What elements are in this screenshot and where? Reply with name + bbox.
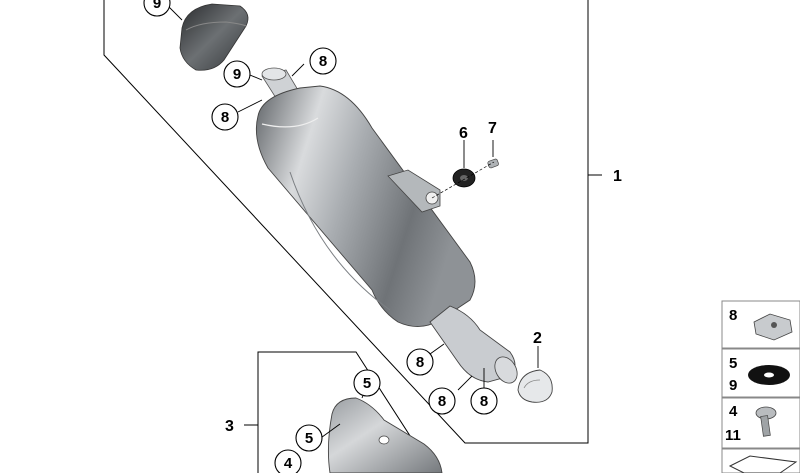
inlet-pipe <box>429 305 518 384</box>
callout-5-upper: 5 <box>353 369 381 397</box>
callout-8-bottom-a: 8 <box>428 387 456 415</box>
callout-8-topright: 8 <box>309 47 337 75</box>
legend-row-1-num-1: 8 <box>729 307 737 324</box>
bolt <box>487 158 499 169</box>
bolt-axis-line <box>431 161 495 199</box>
callout-8-bottom-b-text: 8 <box>480 393 488 410</box>
callout-9-top: 9 <box>143 0 171 17</box>
clamp-ring <box>517 369 553 403</box>
clip-nut-icon <box>753 313 793 341</box>
assembly-1-frame <box>103 0 602 444</box>
callout-8-bottom-a-text: 8 <box>438 393 446 410</box>
callout-4: 4 <box>274 449 302 473</box>
callout-8-lowleft: 8 <box>406 348 434 376</box>
legend-row-2-num-1: 5 <box>729 355 737 372</box>
callout-4-text: 4 <box>284 455 293 472</box>
callout-9-mid: 9 <box>223 60 251 88</box>
callout-9-mid-text: 9 <box>233 66 241 83</box>
callout-8-lowleft-text: 8 <box>416 354 424 371</box>
screw-icon <box>755 406 777 437</box>
part-label-2: 2 <box>533 330 542 347</box>
part-label-3: 3 <box>225 418 234 435</box>
rubber-grommet <box>452 168 476 188</box>
callout-8-topright-text: 8 <box>319 53 327 70</box>
washer-icon <box>748 365 790 385</box>
end-cap <box>179 3 249 71</box>
callout-5-lower-text: 5 <box>305 430 313 447</box>
callout-5-lower: 5 <box>295 424 323 452</box>
legend-row-3-num-1: 4 <box>729 403 738 420</box>
assembly-3-frame <box>244 351 435 473</box>
part-label-7: 7 <box>488 120 497 137</box>
part-label-6: 6 <box>459 125 468 142</box>
part-label-1: 1 <box>613 168 622 185</box>
callout-8-left: 8 <box>211 103 239 131</box>
callout-9-top-text: 9 <box>153 0 161 12</box>
callout-5-upper-text: 5 <box>363 375 371 392</box>
legend-row-3-num-2: 11 <box>725 427 741 444</box>
legend-row-2-num-2: 9 <box>729 377 737 394</box>
fastener-legend: 8 5 9 4 11 <box>721 300 800 473</box>
mounting-bracket <box>387 169 441 213</box>
muffler-body <box>255 85 476 327</box>
callout-8-left-text: 8 <box>221 109 229 126</box>
legend-cell-3 <box>721 397 800 449</box>
heat-shield <box>327 397 443 473</box>
tag-icon <box>728 455 798 473</box>
callout-8-bottom-b: 8 <box>470 387 498 415</box>
